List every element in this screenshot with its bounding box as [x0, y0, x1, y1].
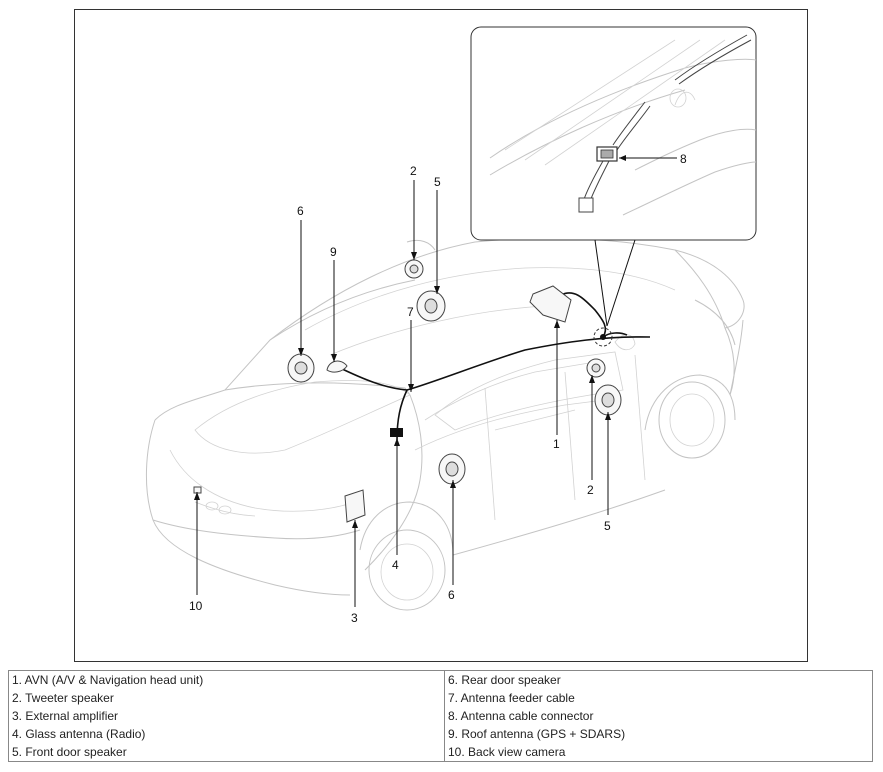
- legend-row: 5. Front door speaker 10. Back view came…: [8, 743, 873, 762]
- component-location-diagram: 1 2 2 3 4 5 5 6 6 7 8 9 10: [74, 9, 808, 662]
- front-door-speaker-right: [594, 384, 622, 416]
- callout-numbers: 1 2 2 3 4 5 5 6 6 7 8 9 10: [189, 152, 687, 625]
- callout-6-top: 6: [297, 204, 304, 218]
- callout-3: 3: [351, 611, 358, 625]
- legend-row: 3. External amplifier 8. Antenna cable c…: [8, 707, 873, 725]
- callout-10: 10: [189, 599, 203, 613]
- antenna-cable-connector-marker: [593, 327, 613, 347]
- legend-item-tweeter-speaker: 2. Tweeter speaker: [8, 689, 445, 707]
- callout-9: 9: [330, 245, 337, 259]
- tweeter-speaker-front: [586, 358, 606, 378]
- external-amplifier: [344, 489, 366, 523]
- legend-item-roof-antenna: 9. Roof antenna (GPS + SDARS): [444, 725, 873, 743]
- legend-row: 1. AVN (A/V & Navigation head unit) 6. R…: [8, 670, 873, 689]
- legend-item-external-amplifier: 3. External amplifier: [8, 707, 445, 725]
- legend-item-avn: 1. AVN (A/V & Navigation head unit): [8, 670, 445, 689]
- callout-5-top: 5: [434, 175, 441, 189]
- connector-detail-inset: [470, 26, 757, 327]
- tweeter-speaker-rear: [404, 259, 424, 279]
- rear-door-speaker-left: [287, 353, 315, 383]
- glass-antenna: [390, 428, 403, 437]
- rear-door-speaker-right: [438, 453, 466, 485]
- legend-row: 4. Glass antenna (Radio) 9. Roof antenna…: [8, 725, 873, 743]
- callout-5-bottom: 5: [604, 519, 611, 533]
- legend-item-glass-antenna: 4. Glass antenna (Radio): [8, 725, 445, 743]
- callout-6-bottom: 6: [448, 588, 455, 602]
- callout-4: 4: [392, 558, 399, 572]
- callout-1: 1: [553, 437, 560, 451]
- diagram-svg: 1 2 2 3 4 5 5 6 6 7 8 9 10: [145, 26, 757, 625]
- roof-antenna: [326, 360, 348, 373]
- avn-head-unit: [529, 285, 572, 323]
- antenna-feeder-cable: [337, 292, 651, 441]
- legend-item-antenna-feeder-cable: 7. Antenna feeder cable: [444, 689, 873, 707]
- legend-item-back-view-camera: 10. Back view camera: [444, 743, 873, 762]
- front-door-speaker-left: [416, 290, 446, 322]
- legend-item-front-door-speaker: 5. Front door speaker: [8, 743, 445, 762]
- callout-2-bottom: 2: [587, 483, 594, 497]
- legend-row: 2. Tweeter speaker 7. Antenna feeder cab…: [8, 689, 873, 707]
- legend-table: 1. AVN (A/V & Navigation head unit) 6. R…: [8, 670, 873, 762]
- callout-7: 7: [407, 305, 414, 319]
- callout-2-top: 2: [410, 164, 417, 178]
- car-outline: [145, 237, 745, 611]
- callout-8: 8: [680, 152, 687, 166]
- leader-lines: [194, 180, 611, 607]
- legend-item-rear-door-speaker: 6. Rear door speaker: [444, 670, 873, 689]
- legend-item-antenna-cable-connector: 8. Antenna cable connector: [444, 707, 873, 725]
